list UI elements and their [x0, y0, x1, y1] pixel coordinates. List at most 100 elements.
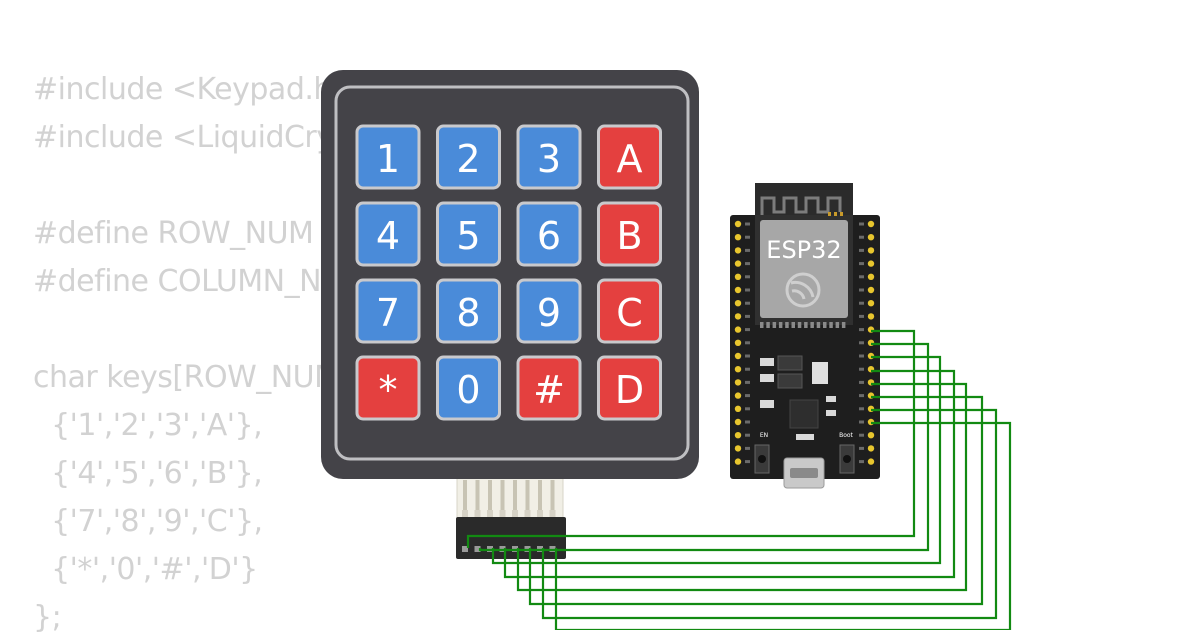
key-label: B: [616, 214, 642, 258]
esp32-left-pin[interactable]: [734, 313, 742, 320]
keypad-key[interactable]: 5: [436, 201, 501, 267]
keypad-key[interactable]: 2: [436, 124, 501, 190]
keypad-key[interactable]: 7: [355, 278, 421, 344]
esp32-left-pin[interactable]: [734, 300, 742, 307]
keypad-key[interactable]: *: [355, 355, 421, 421]
esp32-left-pin[interactable]: [734, 326, 742, 333]
wire[interactable]: [554, 421, 1012, 630]
esp32-left-pin[interactable]: [734, 445, 742, 452]
keypad-key[interactable]: 8: [436, 278, 501, 344]
esp32-right-pin[interactable]: [867, 286, 875, 294]
keypad-key[interactable]: D: [597, 355, 662, 421]
esp32-right-pin[interactable]: [867, 273, 875, 280]
wire[interactable]: [516, 382, 968, 592]
key-face: [436, 201, 501, 267]
antenna-trace: [760, 196, 842, 218]
key-label: *: [379, 368, 398, 412]
key-face: [436, 124, 501, 190]
wire[interactable]: [503, 369, 956, 579]
key-face: [516, 201, 582, 267]
key-face: [597, 201, 662, 267]
key-face: [516, 124, 582, 190]
esp32-right-pin[interactable]: [867, 458, 875, 465]
esp32-right-pin[interactable]: [867, 432, 875, 439]
key-label: C: [616, 291, 643, 335]
keypad-key[interactable]: 3: [516, 124, 582, 190]
key-label: 1: [376, 137, 400, 181]
esp32-left-pin[interactable]: [734, 339, 742, 346]
key-label: #: [533, 368, 565, 412]
key-label: D: [615, 368, 644, 412]
key-face: [355, 124, 421, 190]
key-face: [597, 124, 662, 190]
esp32-left-pin[interactable]: [734, 458, 742, 465]
code-line: {'7','8','9','C'},: [33, 504, 263, 539]
wire[interactable]: [528, 395, 984, 606]
esp32-left-pin[interactable]: [734, 286, 742, 294]
esp32-right-pin[interactable]: [867, 445, 875, 452]
wire[interactable]: [491, 355, 942, 565]
esp32-right-pin[interactable]: [867, 234, 875, 241]
esp32-right-pin[interactable]: [867, 260, 875, 267]
key-face: [436, 278, 501, 344]
keypad-key[interactable]: 0: [436, 355, 501, 421]
key-face: [355, 355, 421, 421]
keypad-key[interactable]: #: [516, 355, 582, 421]
code-line: };: [33, 600, 62, 635]
keypad-key[interactable]: A: [597, 124, 662, 190]
keypad-key[interactable]: 9: [516, 278, 582, 344]
esp32-left-pin[interactable]: [734, 273, 742, 280]
key-label: 4: [376, 214, 400, 258]
esp32-right-pin[interactable]: [867, 300, 875, 307]
esp32-right-pin[interactable]: [867, 220, 875, 228]
key-label: 3: [537, 137, 561, 181]
wire[interactable]: [478, 342, 930, 552]
esp32-left-pin[interactable]: [734, 220, 742, 228]
keypad-key[interactable]: 6: [516, 201, 582, 267]
keypad-key[interactable]: 1: [355, 124, 421, 190]
esp32-left-pin[interactable]: [734, 260, 742, 267]
esp32-right-pin[interactable]: [867, 247, 875, 254]
usb-uart-chip: [789, 399, 819, 429]
code-line: #define ROW_NUM 4: [33, 216, 342, 251]
esp32-left-pin[interactable]: [734, 247, 742, 254]
keypad-ribbon-cable: [456, 477, 566, 559]
esp32-left-pin[interactable]: [734, 234, 742, 241]
esp32-left-pin[interactable]: [734, 392, 742, 399]
esp32-left-pin[interactable]: [734, 352, 742, 360]
wire[interactable]: [541, 408, 998, 620]
esp32-left-pin[interactable]: [734, 366, 742, 373]
key-face: [355, 201, 421, 267]
keypad-key[interactable]: 4: [355, 201, 421, 267]
en-button-label: EN: [760, 432, 768, 439]
espressif-logo-icon: [785, 272, 821, 308]
key-face: [436, 355, 501, 421]
key-label: 7: [376, 291, 400, 335]
module-shield: [760, 220, 848, 318]
esp32-label: ESP32: [766, 236, 841, 264]
key-label: 0: [456, 368, 480, 412]
wire[interactable]: [466, 329, 916, 548]
esp32-left-pin[interactable]: [734, 405, 742, 412]
code-line: {'4','5','6','B'},: [33, 456, 263, 491]
key-face: [597, 278, 662, 344]
key-label: 9: [537, 291, 561, 335]
key-label: 6: [537, 214, 561, 258]
boot-button-label: Boot: [839, 432, 853, 439]
jumper-wires: [466, 329, 1012, 630]
keypad-key[interactable]: C: [597, 278, 662, 344]
esp32-left-pin[interactable]: [734, 379, 742, 386]
code-line: {'*','0','#','D'}: [33, 552, 258, 587]
key-face: [516, 355, 582, 421]
esp32-left-pin[interactable]: [734, 432, 742, 439]
keypad-key[interactable]: B: [597, 201, 662, 267]
key-label: 8: [456, 291, 480, 335]
esp32-left-pin[interactable]: [734, 418, 742, 426]
keypad-frame: [334, 85, 690, 461]
key-label: A: [617, 137, 643, 181]
key-label: 5: [456, 214, 480, 258]
esp32-right-pin[interactable]: [867, 313, 875, 320]
esp32-board[interactable]: ESP32 EN Boot: [730, 183, 880, 489]
